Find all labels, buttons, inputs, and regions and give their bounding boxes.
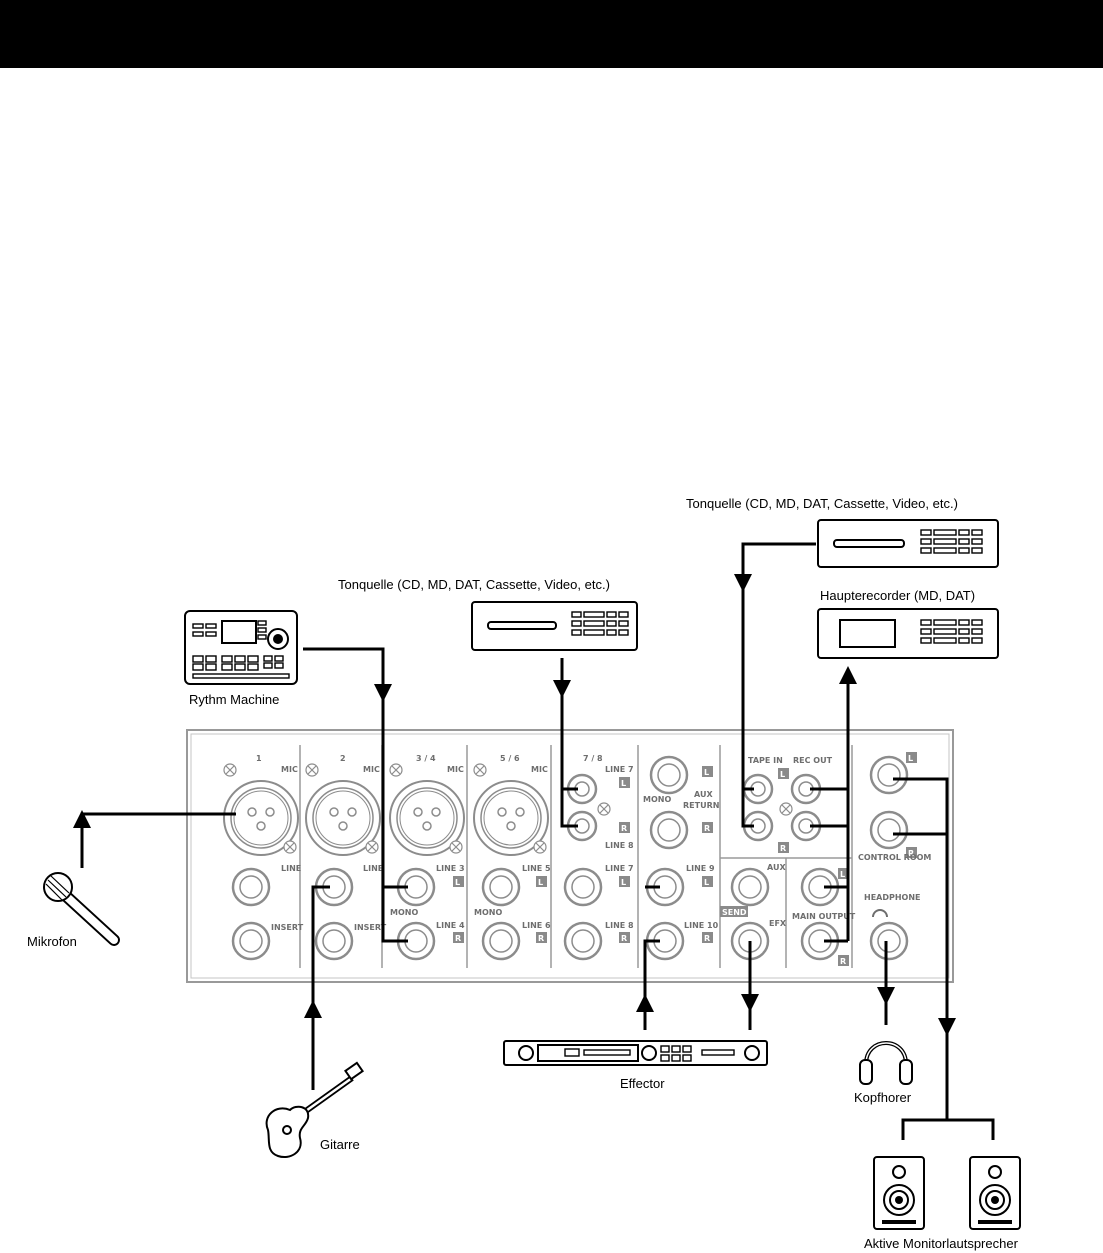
svg-text:EFX: EFX (769, 919, 787, 928)
svg-text:LINE 9: LINE 9 (686, 864, 715, 873)
svg-text:LINE 8: LINE 8 (605, 921, 634, 930)
label-mic-2: MIC (363, 765, 380, 774)
svg-text:SEND: SEND (722, 908, 747, 917)
top-black-bar (0, 0, 1103, 68)
haupterecorder-label: Haupterecorder (MD, DAT) (820, 588, 975, 603)
svg-text:MAIN OUTPUT: MAIN OUTPUT (792, 912, 856, 921)
svg-text:L: L (780, 770, 785, 779)
xlr-input-ch56 (473, 780, 549, 856)
panel-labels: 1 MIC 2 MIC 3 / 4 MIC 5 / 6 MIC 7 / 8 LI… (256, 754, 931, 932)
svg-text:R: R (621, 824, 627, 833)
guitar-icon (265, 1061, 364, 1158)
svg-text:L: L (908, 754, 913, 763)
label-ch56: 5 / 6 (500, 754, 520, 763)
svg-text:LINE 7: LINE 7 (605, 765, 634, 774)
xlr-input-ch34 (389, 780, 465, 856)
svg-text:CONTROL ROOM: CONTROL ROOM (858, 853, 931, 862)
tonquelle-right-icon (817, 519, 999, 568)
svg-text:LINE: LINE (363, 864, 383, 873)
panel-jacks (231, 755, 909, 961)
svg-text:LINE 7: LINE 7 (605, 864, 634, 873)
cables (73, 542, 995, 1140)
label-ch78: 7 / 8 (583, 754, 603, 763)
tonquelle-left-icon (471, 601, 638, 651)
label-mic-56: MIC (531, 765, 548, 774)
svg-text:AUX: AUX (767, 863, 786, 872)
label-ch34: 3 / 4 (416, 754, 436, 763)
svg-text:L: L (621, 779, 626, 788)
effector-icon (503, 1040, 768, 1066)
svg-text:LINE 5: LINE 5 (522, 864, 551, 873)
rhythm-machine-icon (184, 610, 298, 685)
svg-text:R: R (704, 934, 710, 943)
svg-text:MONO: MONO (390, 908, 418, 917)
svg-text:MONO: MONO (643, 795, 671, 804)
svg-text:L: L (704, 768, 709, 777)
svg-text:R: R (908, 849, 914, 858)
svg-text:INSERT: INSERT (271, 923, 304, 932)
svg-text:R: R (780, 844, 786, 853)
svg-text:LINE: LINE (281, 864, 301, 873)
label-ch1: 1 (256, 754, 262, 763)
kopfhorer-label: Kopfhorer (854, 1090, 912, 1105)
svg-text:R: R (621, 934, 627, 943)
svg-text:LINE 4: LINE 4 (436, 921, 465, 930)
svg-text:L: L (538, 878, 543, 887)
svg-text:L: L (621, 878, 626, 887)
svg-text:LINE 8: LINE 8 (605, 841, 634, 850)
effector-label: Effector (620, 1076, 665, 1091)
tonquelle-right-label: Tonquelle (CD, MD, DAT, Cassette, Video,… (686, 496, 958, 511)
monitor-speaker-right-icon (969, 1156, 1021, 1230)
rca-jacks (566, 773, 822, 842)
svg-text:AUX: AUX (694, 790, 713, 799)
svg-text:LINE 3: LINE 3 (436, 864, 465, 873)
svg-text:RETURN: RETURN (683, 801, 719, 810)
svg-text:LINE 6: LINE 6 (522, 921, 551, 930)
svg-text:TAPE IN: TAPE IN (748, 756, 783, 765)
svg-text:INSERT: INSERT (354, 923, 387, 932)
lr-badges: L R L R L R L R L R L R L R L R L R SEND (453, 752, 917, 966)
label-mic-1: MIC (281, 765, 298, 774)
svg-text:R: R (538, 934, 544, 943)
svg-text:REC OUT: REC OUT (793, 756, 833, 765)
svg-text:L: L (840, 870, 845, 879)
mikrofon-label: Mikrofon (27, 934, 77, 949)
label-ch2: 2 (340, 754, 346, 763)
xlr-input-ch1 (223, 780, 299, 856)
label-mic-34: MIC (447, 765, 464, 774)
monitor-speaker-left-icon (873, 1156, 925, 1230)
tonquelle-left-label: Tonquelle (CD, MD, DAT, Cassette, Video,… (338, 577, 610, 592)
svg-text:L: L (455, 878, 460, 887)
svg-text:HEADPHONE: HEADPHONE (864, 893, 921, 902)
svg-text:R: R (704, 824, 710, 833)
svg-text:LINE 10: LINE 10 (684, 921, 719, 930)
xlr-input-ch2 (305, 780, 381, 856)
svg-text:R: R (840, 957, 846, 966)
headphone-symbol-icon (872, 909, 888, 918)
headphones-icon (859, 1041, 913, 1085)
svg-text:L: L (704, 878, 709, 887)
haupterecorder-icon (817, 608, 999, 659)
monitors-label: Aktive Monitorlautsprecher (864, 1236, 1019, 1251)
svg-text:MONO: MONO (474, 908, 502, 917)
microphone-icon (43, 872, 120, 946)
svg-text:R: R (455, 934, 461, 943)
rhythm-machine-label: Rythm Machine (189, 692, 279, 707)
gitarre-label: Gitarre (320, 1137, 360, 1152)
